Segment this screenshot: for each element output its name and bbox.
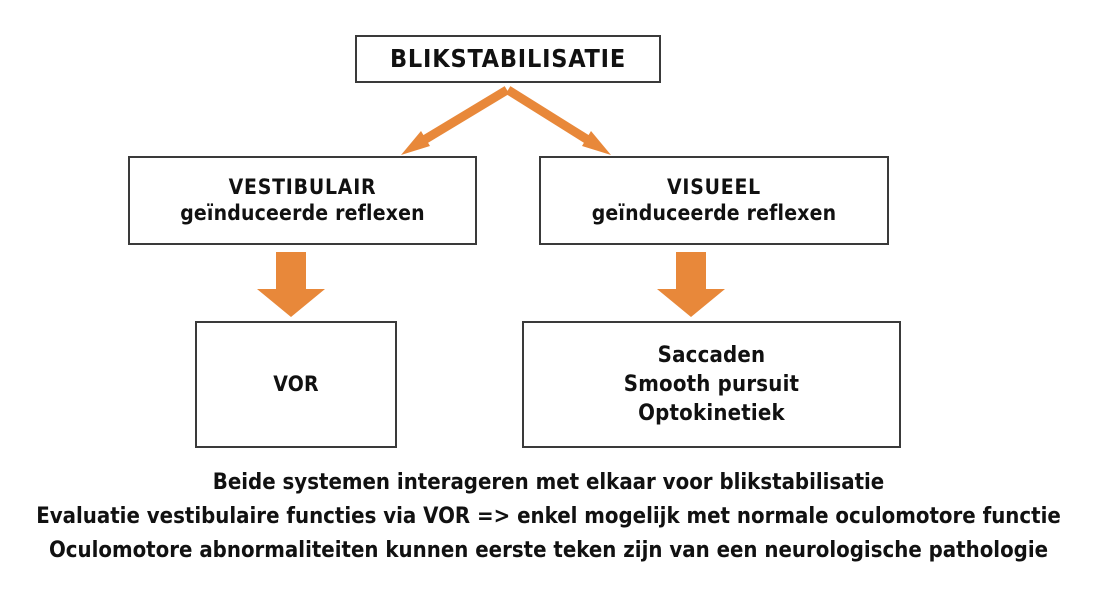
node-oculomotor-item-saccaden: Saccaden [657,342,766,368]
node-visueel[interactable]: VISUEEL geïnduceerde reflexen [539,156,889,245]
arrow-visueel-to-oculomotor [657,252,725,317]
node-oculomotor-reflexes[interactable]: Saccaden Smooth pursuit Optokinetiek [522,321,901,448]
arrow-root-to-vestibular [401,86,510,155]
node-vestibulair-subtitle: geïnduceerde reflexen [180,200,425,225]
node-vestibulair-title: VESTIBULAIR [228,174,377,199]
node-blikstabilisatie[interactable]: BLIKSTABILISATIE [355,35,661,83]
node-visueel-subtitle: geïnduceerde reflexen [591,200,837,225]
caption-line-3: Oculomotore abnormaliteiten kunnen eerst… [48,538,1049,564]
node-vor-label: VOR [273,371,319,396]
caption-block: Beide systemen interageren met elkaar vo… [0,466,1097,568]
node-oculomotor-item-smooth-pursuit: Smooth pursuit [623,371,800,397]
node-blikstabilisatie-label: BLIKSTABILISATIE [389,43,626,73]
caption-line-1: Beide systemen interageren met elkaar vo… [212,470,885,495]
arrow-vestibulair-to-vor [257,252,325,317]
node-oculomotor-item-optokinetiek: Optokinetiek [638,401,785,427]
node-vor[interactable]: VOR [195,321,397,448]
caption-line-2: Evaluatie vestibulaire functies via VOR … [36,504,1061,530]
node-vestibulair[interactable]: VESTIBULAIR geïnduceerde reflexen [128,156,477,245]
node-visueel-title: VISUEEL [666,174,762,199]
arrow-root-to-visual [505,86,611,155]
